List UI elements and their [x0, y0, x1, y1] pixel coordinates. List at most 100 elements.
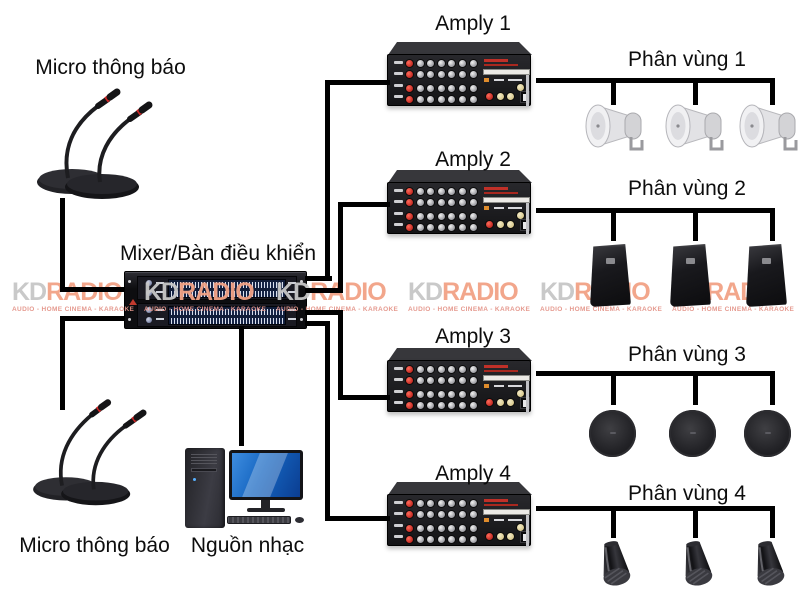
- box-speaker: [590, 244, 631, 307]
- connection-line: [60, 287, 124, 292]
- amp-knob: [437, 60, 445, 67]
- amp-knob: [416, 199, 424, 206]
- connection-line: [693, 506, 698, 538]
- amp-knob: [406, 60, 413, 67]
- amp-knob: [416, 536, 424, 543]
- connection-line: [611, 208, 616, 241]
- amp-knob: [459, 377, 466, 384]
- amp-knob: [448, 402, 456, 409]
- amp-knob: [517, 212, 524, 219]
- amp-model-strip: [483, 375, 530, 381]
- amp-knob: [448, 188, 456, 195]
- amp-knob: [469, 402, 477, 409]
- amp-knob: [427, 60, 435, 67]
- amp-knob: [507, 221, 514, 228]
- amp-knob: [437, 71, 445, 78]
- amp-knob: [459, 213, 466, 220]
- amp-knob: [406, 525, 413, 532]
- connection-line: [338, 202, 390, 207]
- connection-line: [693, 371, 698, 405]
- amp-knob: [459, 536, 466, 543]
- amp-knob: [469, 85, 477, 92]
- amp-knob: [437, 199, 445, 206]
- amply-3-label: Amply 3: [435, 325, 511, 348]
- connection-line: [693, 208, 698, 241]
- box-speaker: [670, 244, 711, 307]
- amplifier-1: [386, 42, 534, 108]
- connection-line: [770, 506, 775, 538]
- zone-1-label: Phân vùng 1: [628, 48, 746, 71]
- connection-line: [338, 395, 390, 400]
- amp-knob: [469, 500, 477, 507]
- music-source-computer: [183, 444, 305, 532]
- connection-line: [60, 316, 124, 321]
- connection-line: [305, 321, 330, 326]
- amp-knob: [459, 500, 466, 507]
- amp-knob: [459, 188, 466, 195]
- connection-line: [60, 316, 65, 410]
- amp-knob: [427, 85, 435, 92]
- amp-knob: [459, 199, 466, 206]
- amp-knob: [459, 96, 466, 103]
- connection-line: [325, 80, 330, 281]
- amp-knob: [416, 377, 424, 384]
- amp-knob: [469, 60, 477, 67]
- amp-knob: [507, 93, 514, 100]
- amp-power-switch: [520, 531, 530, 543]
- amply-1-label: Amply 1: [435, 12, 511, 35]
- mic-bottom-label: Micro thông báo: [19, 534, 170, 557]
- amp-knob: [437, 366, 445, 373]
- amp-knob: [448, 536, 456, 543]
- amp-knob: [486, 221, 493, 228]
- amp-knob: [416, 224, 424, 231]
- pc-mouse: [295, 517, 304, 523]
- amp-knob: [437, 511, 445, 518]
- amp-knob: [416, 85, 424, 92]
- connection-line: [305, 288, 343, 293]
- pc-monitor: [229, 450, 303, 500]
- amp-knob: [517, 524, 524, 531]
- amp-knob: [437, 536, 445, 543]
- amp-knob: [416, 402, 424, 409]
- amp-knob: [507, 533, 514, 540]
- amp-knob: [406, 366, 413, 373]
- amp-knob: [448, 85, 456, 92]
- connection-line: [338, 202, 343, 293]
- amp-power-switch: [520, 91, 530, 103]
- amp-brand-logo: [484, 59, 508, 62]
- amp-power-switch: [520, 219, 530, 231]
- amp-brand-logo: [484, 187, 508, 190]
- connection-line: [536, 371, 775, 376]
- amp-knob: [437, 391, 445, 398]
- amp-knob: [427, 188, 435, 195]
- amp-knob: [497, 93, 504, 100]
- amplifier-4: [386, 482, 534, 548]
- amp-brand-logo: [484, 365, 508, 368]
- amp-knob: [427, 391, 435, 398]
- amp-knob: [459, 391, 466, 398]
- amp-knob: [406, 536, 413, 543]
- zone-3-label: Phân vùng 3: [628, 343, 746, 366]
- amp-knob: [406, 377, 413, 384]
- amp-knob: [469, 391, 477, 398]
- horn-speaker: [584, 99, 646, 158]
- amp-knob: [507, 399, 514, 406]
- equalizer-row: [137, 276, 297, 300]
- amp-knob: [406, 224, 413, 231]
- pendant-speaker: [596, 540, 634, 597]
- amp-knob: [448, 377, 456, 384]
- ceiling-speaker: [589, 410, 636, 457]
- amp-model-strip: [483, 509, 530, 515]
- connection-line: [325, 80, 390, 85]
- amply-2-label: Amply 2: [435, 148, 511, 171]
- connection-line: [770, 78, 775, 105]
- music-source-label: Nguồn nhạc: [190, 534, 305, 557]
- amp-knob: [406, 188, 413, 195]
- box-speaker: [746, 244, 787, 307]
- ceiling-speaker: [744, 410, 791, 457]
- amp-knob: [427, 71, 435, 78]
- gooseneck-microphones-bottom: [33, 399, 147, 506]
- amp-knob: [416, 500, 424, 507]
- amp-knob: [459, 60, 466, 67]
